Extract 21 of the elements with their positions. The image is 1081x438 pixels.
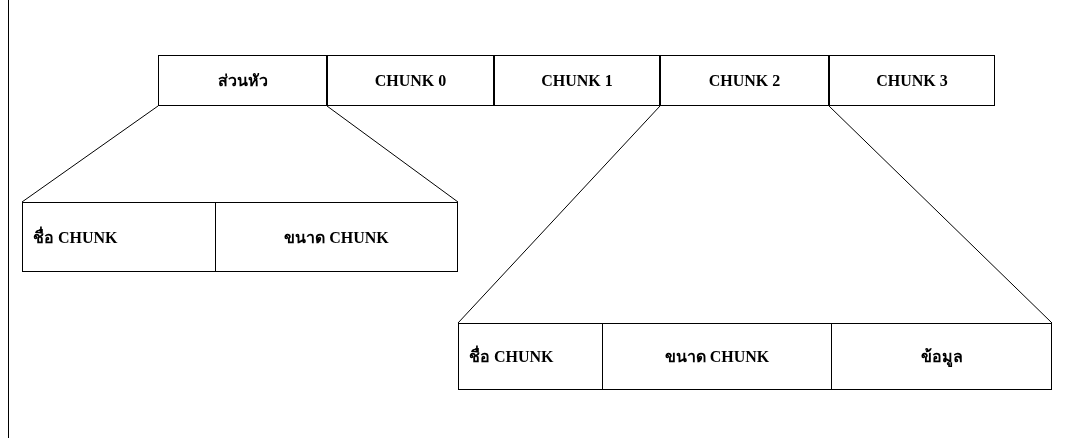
cell-text: ส่วนหัว	[217, 71, 268, 91]
expansion-line	[21, 105, 159, 203]
table-cell	[158, 55, 327, 106]
cell-text: CHUNK 0	[374, 71, 447, 90]
cell-text: ขนาด CHUNK	[664, 347, 770, 367]
field-row	[458, 323, 1052, 390]
expansion-line	[828, 105, 1053, 324]
table-cell	[494, 55, 660, 106]
cell-text: ขนาด CHUNK	[284, 227, 389, 248]
cell-text: CHUNK 1	[541, 71, 613, 90]
table-cell	[327, 55, 494, 106]
table-cell	[660, 55, 829, 106]
expansion-line	[326, 105, 459, 203]
cell-text: CHUNK 3	[876, 71, 948, 90]
table-cell	[829, 55, 995, 106]
cell-text: ข้อมูล	[920, 347, 963, 369]
cell-text: CHUNK 2	[708, 71, 781, 90]
cell-text: ชื่อ CHUNK	[469, 344, 554, 369]
expansion-line	[457, 105, 661, 324]
cell-text: ชื่อ CHUNK	[33, 225, 118, 248]
field-row	[22, 202, 458, 272]
